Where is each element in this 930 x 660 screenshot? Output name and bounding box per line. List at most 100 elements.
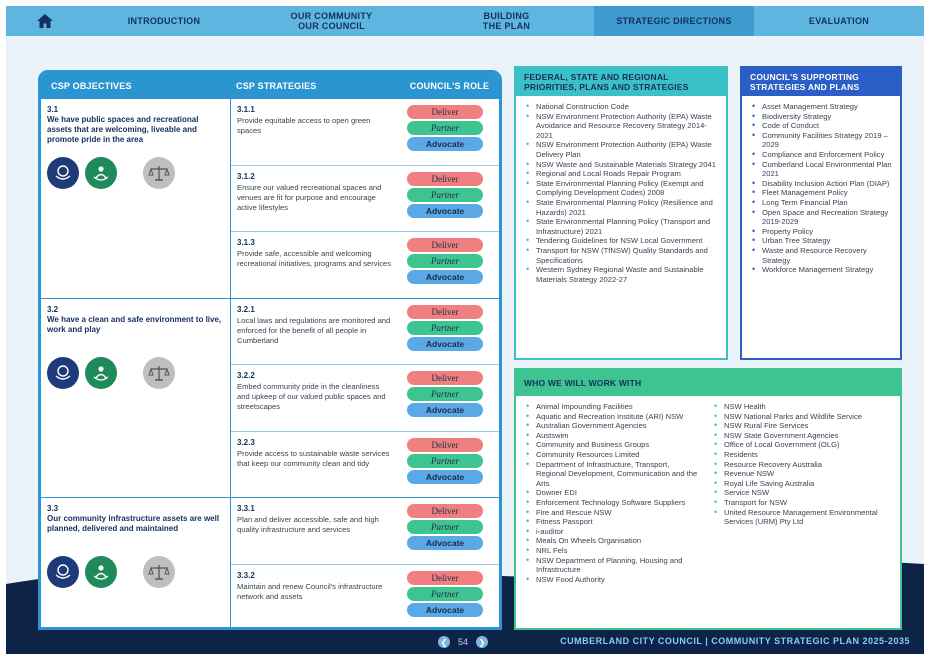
objective-number: 3.1 xyxy=(47,105,59,114)
nav-evaluation[interactable]: EVALUATION xyxy=(754,6,924,36)
role-advocate: Advocate xyxy=(407,137,483,151)
role-partner: Partner xyxy=(407,520,483,534)
list-item: Urban Tree Strategy xyxy=(752,236,894,246)
list-item: Downer EDI xyxy=(526,488,698,498)
list-item: NSW Environment Protection Authority (EP… xyxy=(526,112,720,141)
role-deliver: Deliver xyxy=(407,371,483,385)
list-item: NRL Fels xyxy=(526,546,698,556)
nav-our-community[interactable]: OUR COMMUNITY OUR COUNCIL xyxy=(244,6,419,36)
list-item: Western Sydney Regional Waste and Sustai… xyxy=(526,265,720,284)
list-item: NSW State Government Agencies xyxy=(714,431,888,441)
list-item: NSW National Parks and Wildlife Service xyxy=(714,412,888,422)
list-item: Code of Conduct xyxy=(752,121,894,131)
list-item: Meals On Wheels Organisation xyxy=(526,536,698,546)
home-icon xyxy=(37,14,53,28)
list-item: Waste and Resource Recovery Strategy xyxy=(752,246,894,265)
strategy-number: 3.2.2 xyxy=(237,371,255,380)
list-item: Residents xyxy=(714,450,888,460)
strategy-number: 3.1.3 xyxy=(237,238,255,247)
list-item: Revenue NSW xyxy=(714,469,888,479)
role-partner: Partner xyxy=(407,453,483,468)
nav-label: BUILDING THE PLAN xyxy=(482,11,531,31)
federal-priorities-panel: FEDERAL, STATE AND REGIONAL PRIORITIES, … xyxy=(514,66,728,360)
list-item: State Environmental Planning Policy (Res… xyxy=(526,198,720,217)
list-item: Fitness Passport xyxy=(526,517,698,527)
federal-list: National Construction CodeNSW Environmen… xyxy=(516,96,726,284)
role-advocate: Advocate xyxy=(407,270,483,284)
globe-hands-icon xyxy=(47,157,79,189)
list-item: Transport for NSW (TfNSW) Quality Standa… xyxy=(526,246,720,265)
strategy-text: Provide access to sustainable waste serv… xyxy=(237,448,390,468)
objective-number: 3.3 xyxy=(47,504,59,513)
strategy-text: Provide safe, accessible and welcoming r… xyxy=(237,249,392,268)
list-item: Cumberland Local Environmental Plan 2021 xyxy=(752,160,894,179)
strategy-number: 3.3.1 xyxy=(237,504,255,513)
role-advocate: Advocate xyxy=(407,403,483,417)
objective-icons xyxy=(47,157,175,189)
list-item: Enforcement Technology Software Supplier… xyxy=(526,498,698,508)
strategy-text: Provide equitable access to open green s… xyxy=(237,116,371,135)
header-role: COUNCIL'S ROLE xyxy=(409,81,490,91)
list-item: Royal Life Saving Australia xyxy=(714,479,888,489)
list-item: NSW Rural Fire Services xyxy=(714,421,888,431)
objective-text: We have a clean and safe environment to … xyxy=(47,314,222,334)
role-partner: Partner xyxy=(407,187,483,202)
next-page-button[interactable]: ❯ xyxy=(476,636,489,648)
list-item: NSW Department of Planning, Housing and … xyxy=(526,556,698,575)
list-item: i-auditor xyxy=(526,527,698,537)
who-list-col1: Animal Impounding FacilitiesAquatic and … xyxy=(516,396,704,584)
objective-text: We have public spaces and recreational a… xyxy=(47,115,199,144)
chevron-right-icon: ❯ xyxy=(478,637,486,647)
role-partner: Partner xyxy=(407,121,483,135)
nav-label: EVALUATION xyxy=(808,16,870,26)
strategy-number: 3.2.1 xyxy=(237,304,255,314)
scales-icon xyxy=(143,556,175,588)
list-item: NSW Waste and Sustainable Materials Stra… xyxy=(526,160,720,170)
list-item: Department of Infrastructure, Transport,… xyxy=(526,460,698,489)
csp-table: CSP OBJECTIVES CSP STRATEGIES COUNCIL'S … xyxy=(38,70,502,630)
nav-strategic-directions[interactable]: STRATEGIC DIRECTIONS xyxy=(594,6,754,36)
scales-icon xyxy=(143,356,175,389)
header-strategies: CSP STRATEGIES xyxy=(236,81,317,91)
chevron-left-icon: ❮ xyxy=(440,637,448,647)
federal-title: FEDERAL, STATE AND REGIONAL PRIORITIES, … xyxy=(516,68,726,96)
people-icon xyxy=(85,556,117,588)
list-item: Animal Impounding Facilities xyxy=(526,402,698,412)
list-item: Transport for NSW xyxy=(714,498,888,508)
list-item: Community and Business Groups xyxy=(526,440,698,450)
pager: ❮ 54 ❯ xyxy=(438,636,489,648)
prev-page-button[interactable]: ❮ xyxy=(438,636,450,648)
strategy-text: Plan and deliver accessible, safe and hi… xyxy=(237,515,379,534)
nav-introduction[interactable]: INTRODUCTION xyxy=(84,6,244,36)
table-header: CSP OBJECTIVES CSP STRATEGIES COUNCIL'S … xyxy=(41,73,499,99)
strategy-text: Maintain and renew Council's infrastruct… xyxy=(237,581,383,601)
list-item: Aquatic and Recreation Institute (ARI) N… xyxy=(526,412,698,422)
nav-building-the-plan[interactable]: BUILDING THE PLAN xyxy=(419,6,594,36)
role-advocate: Advocate xyxy=(407,536,483,550)
list-item: Compliance and Enforcement Policy xyxy=(752,150,894,160)
list-item: State Environmental Planning Policy (Tra… xyxy=(526,217,720,236)
list-item: State Environmental Planning Policy (Exe… xyxy=(526,179,720,198)
home-button[interactable] xyxy=(6,6,84,36)
people-icon xyxy=(85,356,117,389)
nav-label: STRATEGIC DIRECTIONS xyxy=(616,16,732,26)
list-item: Fleet Management Policy xyxy=(752,188,894,198)
